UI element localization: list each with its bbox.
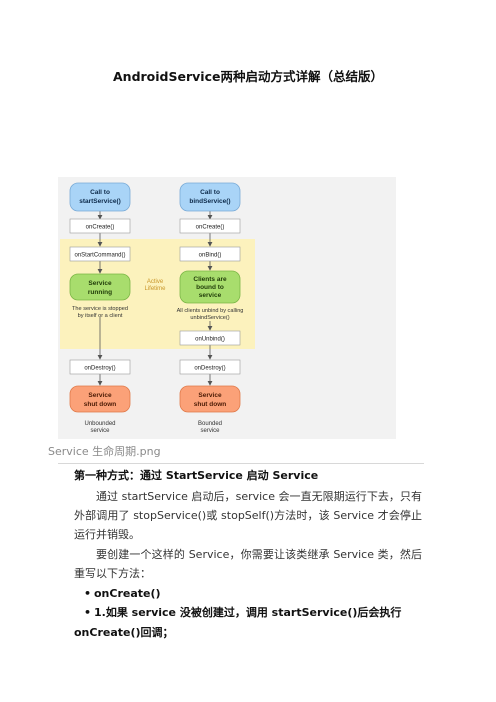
figure-caption: Service 生命周期.png bbox=[48, 445, 161, 458]
bullet-create-note: •1.如果 service 没被创建过，调用 startService()后会执… bbox=[84, 603, 422, 622]
unbounded-label-1: Unbounded bbox=[84, 421, 115, 427]
onbind-text: onBind() bbox=[199, 253, 222, 259]
paragraph-1: 通过 startService 启动后，service 会一直无限期运行下去，只… bbox=[74, 490, 422, 541]
clients-bound-text-2: bound to bbox=[196, 284, 224, 291]
onstartcommand-node bbox=[69, 246, 131, 262]
call-startservice-node bbox=[69, 182, 131, 212]
onunbind-text: onUnbind() bbox=[195, 337, 225, 343]
oncreate-left-text: onCreate() bbox=[86, 225, 115, 231]
ondestroy-right-text: onDestroy() bbox=[194, 366, 225, 372]
bounded-label-1: Bounded bbox=[198, 421, 222, 427]
shutdown-left-text-1: Service bbox=[88, 392, 112, 399]
clients-bound-text-1: Clients are bbox=[193, 276, 227, 283]
document-title: AndroidService两种启动方式详解（总结版） bbox=[113, 69, 383, 84]
service-running-text-1: Service bbox=[88, 280, 112, 287]
bounded-label-2: service bbox=[200, 428, 220, 434]
bullet-oncreate-text: onCreate() bbox=[94, 587, 161, 600]
ondestroy-left-node bbox=[69, 359, 131, 375]
paragraph-2: 要创建一个这样的 Service，你需要让该类继承 Service 类，然后重写… bbox=[74, 548, 422, 580]
ondestroy-left-text: onDestroy() bbox=[84, 366, 115, 372]
unbounded-label-2: service bbox=[90, 428, 110, 434]
shutdown-left-text-2: shut down bbox=[84, 401, 117, 408]
call-startservice-text-2: startService() bbox=[79, 198, 121, 205]
onunbind-node bbox=[179, 330, 241, 346]
active-lifetime-label-1: Active bbox=[147, 279, 164, 285]
section-divider bbox=[58, 463, 424, 464]
call-startservice-text-1: Call to bbox=[90, 189, 110, 196]
call-bindservice-text-1: Call to bbox=[200, 189, 220, 196]
onbind-node bbox=[179, 246, 241, 262]
shutdown-right-text-1: Service bbox=[198, 392, 222, 399]
bullet-create-note-text: 1.如果 service 没被创建过，调用 startService()后会执行 bbox=[94, 606, 402, 619]
section-heading: 第一种方式：通过 StartService 启动 Service bbox=[74, 469, 319, 482]
left-stop-note-1: The service is stopped bbox=[72, 306, 128, 312]
right-unbind-note-1: All clients unbind by calling bbox=[177, 308, 244, 314]
onstartcommand-text: onStartCommand() bbox=[74, 253, 125, 259]
call-bindservice-text-2: bindService() bbox=[189, 198, 230, 205]
shutdown-left-node bbox=[69, 385, 131, 413]
shutdown-right-text-2: shut down bbox=[194, 401, 227, 408]
service-running-node bbox=[69, 273, 131, 301]
bullet-dot: • bbox=[84, 587, 92, 600]
service-lifecycle-diagram: Active Lifetime Call to startService() o… bbox=[58, 177, 396, 439]
active-lifetime-label-2: Lifetime bbox=[144, 286, 166, 292]
shutdown-right-node bbox=[179, 385, 241, 413]
bullet-create-note-cont: onCreate()回调； bbox=[74, 626, 174, 639]
oncreate-right-node bbox=[179, 218, 241, 234]
clients-bound-text-3: service bbox=[199, 292, 222, 299]
service-running-text-2: running bbox=[88, 289, 112, 296]
oncreate-right-text: onCreate() bbox=[196, 225, 225, 231]
ondestroy-right-node bbox=[179, 359, 241, 375]
oncreate-left-node bbox=[69, 218, 131, 234]
right-unbind-note-2: unbindService() bbox=[190, 315, 229, 321]
bullet-dot: • bbox=[84, 606, 92, 619]
left-stop-note-2: by itself or a client bbox=[78, 313, 123, 319]
call-bindservice-node bbox=[179, 182, 241, 212]
bullet-oncreate: •onCreate() bbox=[84, 584, 422, 603]
clients-bound-node bbox=[179, 270, 241, 304]
